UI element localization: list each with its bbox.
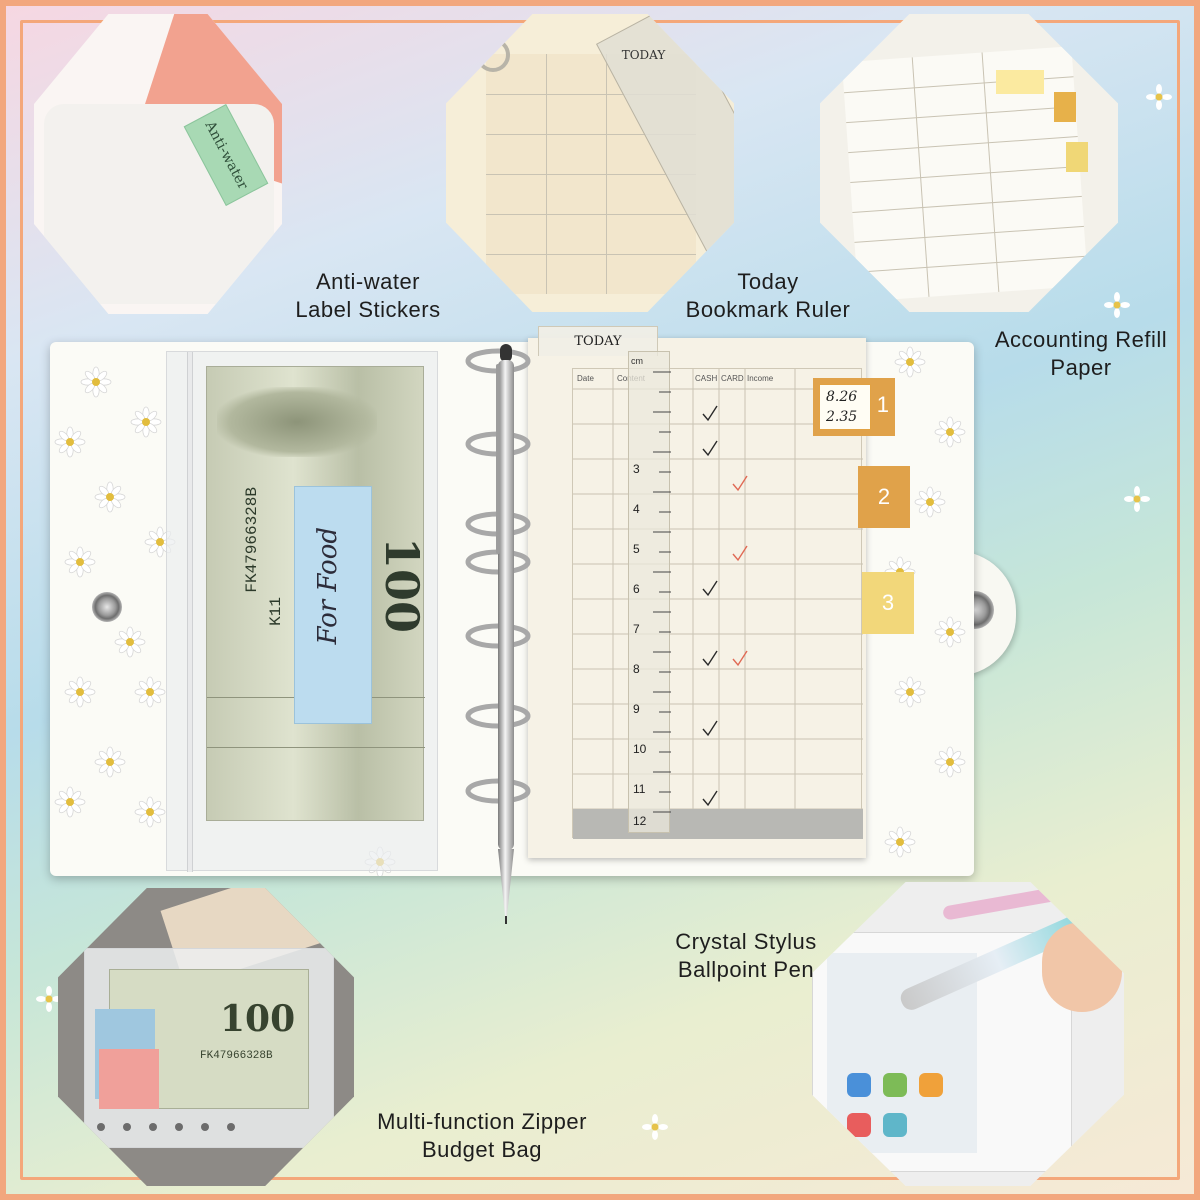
sticky-line: 8.26	[826, 389, 858, 405]
budget-note-text: For Food	[313, 527, 343, 645]
caption-line: Today	[737, 269, 799, 294]
sticky-note: 8.26 2.35	[819, 384, 871, 430]
anti-water-sticker-photo: Anti-water	[34, 14, 282, 314]
index-tab-1[interactable]: 8.26 2.35 1	[813, 378, 895, 436]
card-pink	[99, 1049, 159, 1109]
index-tab-2[interactable]: 2	[858, 466, 910, 528]
accounting-caption: Accounting Refill Paper	[976, 326, 1186, 382]
bag-bill-serial: FK47966328B	[200, 1050, 273, 1062]
caption-line: Label Stickers	[295, 297, 441, 322]
clear-zipper-bag: 100 FK47966328B	[84, 948, 334, 1148]
product-canvas: Anti-water Anti-water Label Stickers TOD…	[6, 6, 1194, 1194]
accounting-refill-page: TODAY Date Content CASH CARD Income	[528, 326, 914, 858]
caption-line: Paper	[1050, 355, 1112, 380]
ruler-number: 8	[633, 662, 640, 676]
daisy-icon	[642, 1114, 668, 1140]
budget-label-sticker: For Food	[294, 486, 372, 724]
today-caption: Today Bookmark Ruler	[668, 268, 868, 324]
header-income: Income	[747, 374, 774, 383]
daisy-icon	[1146, 84, 1172, 110]
caption-line: Budget Bag	[422, 1137, 542, 1162]
tab-number: 2	[877, 484, 891, 509]
ledger-lines	[573, 369, 863, 839]
caption-line: Ballpoint Pen	[677, 957, 815, 982]
daisy-icon	[1104, 292, 1130, 318]
bill-portrait	[217, 387, 377, 457]
stylus-phone-photo	[812, 882, 1124, 1186]
sticky-note	[996, 70, 1044, 94]
caption-line: Anti-water	[315, 269, 421, 294]
bag-bill-denomination: 100	[220, 998, 296, 1040]
caption-line: Crystal Stylus	[675, 929, 817, 954]
zipper-track	[187, 352, 193, 872]
stylus-caption: Crystal Stylus Ballpoint Pen	[656, 928, 836, 984]
ledger-grid: Date Content CASH CARD Income	[572, 368, 863, 839]
refill-sheet	[841, 46, 1089, 302]
ruler-number: 5	[633, 542, 640, 556]
index-tab-3[interactable]: 3	[862, 572, 914, 634]
tab-number: 3	[881, 590, 895, 615]
ruler-number: 4	[633, 502, 640, 516]
ruler-number: 12	[633, 814, 647, 828]
bookmark-ruler-photo: TODAY	[446, 14, 734, 312]
bag-holes	[85, 1123, 335, 1133]
ruler-number: 7	[633, 622, 640, 636]
anti-water-caption: Anti-water Label Stickers	[268, 268, 468, 324]
bill-denomination: 100	[375, 537, 429, 634]
daisy-icon	[1124, 486, 1150, 512]
ruler-number: 11	[633, 782, 646, 796]
ruler-number: 3	[633, 462, 640, 476]
stylus-pen	[496, 344, 514, 924]
tab-number: 1	[876, 392, 889, 417]
caption-line: Accounting Refill	[994, 327, 1168, 352]
header-date: Date	[577, 374, 594, 383]
ruler-unit: cm	[631, 356, 643, 366]
bill-serial-short: K11	[267, 597, 285, 626]
index-tab	[1066, 142, 1088, 172]
bookmark-ruler: cm 3 4 5 6 7 8 9 10 11	[628, 351, 671, 833]
sticky-line: 2.35	[826, 409, 858, 425]
today-label: TODAY	[621, 47, 666, 62]
zipper-caption: Multi-function Zipper Budget Bag	[352, 1108, 612, 1164]
ruler-number: 6	[633, 582, 640, 596]
bill-serial: FK47966328B	[243, 487, 261, 593]
caption-line: Bookmark Ruler	[685, 297, 851, 322]
caption-line: Multi-function Zipper	[377, 1109, 587, 1134]
ruler-number: 9	[633, 702, 640, 716]
header-card: CARD	[721, 374, 744, 383]
ruler-number: 10	[633, 742, 647, 756]
header-cash: CASH	[695, 374, 718, 383]
index-tab	[1054, 92, 1076, 122]
snap-button-icon	[92, 592, 122, 622]
ruler-ticks	[653, 371, 671, 813]
accounting-refill-photo	[820, 14, 1118, 312]
zipper-bag-photo: 100 FK47966328B	[58, 888, 354, 1186]
